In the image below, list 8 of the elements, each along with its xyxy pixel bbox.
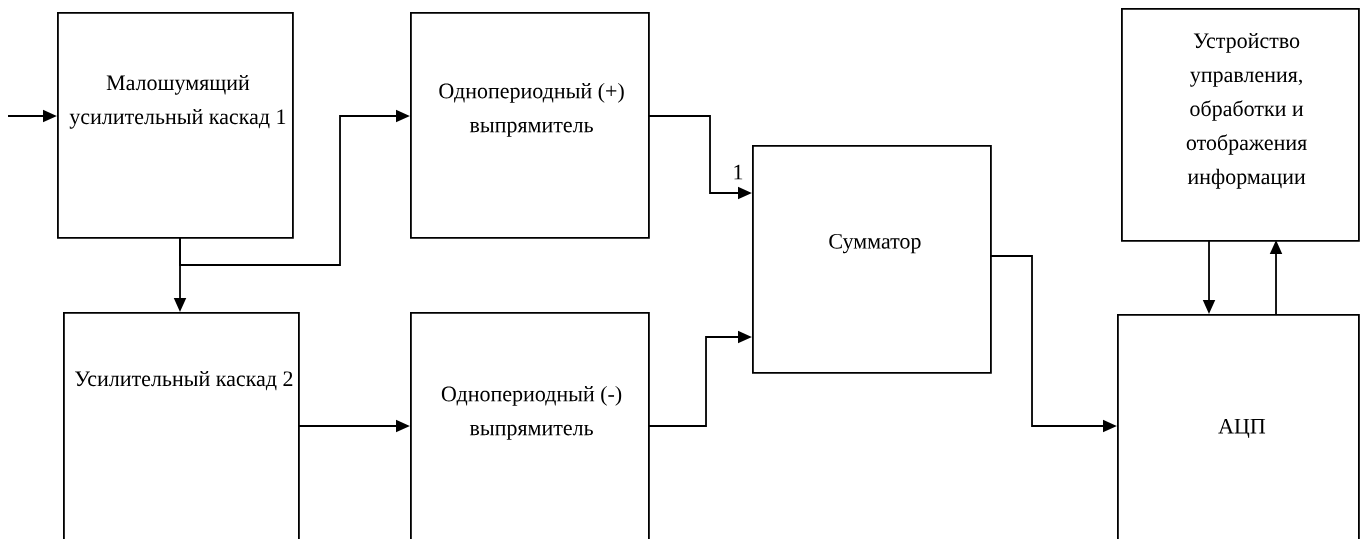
edge-label: 1 — [734, 164, 743, 180]
block-box: Малошумящий усилительный каскад 1 — [57, 12, 294, 239]
block-box: Однопериодный (-) выпрямитель — [410, 312, 650, 539]
block-box: Устройство управления, обработки и отображения информации — [1121, 8, 1360, 242]
block-box: Усилительный каскад 2 — [63, 312, 300, 539]
block-box: Сумматор — [752, 145, 992, 374]
block-box: Однопериодный (+) выпрямитель — [410, 12, 650, 239]
block-box: АЦП — [1117, 314, 1360, 539]
